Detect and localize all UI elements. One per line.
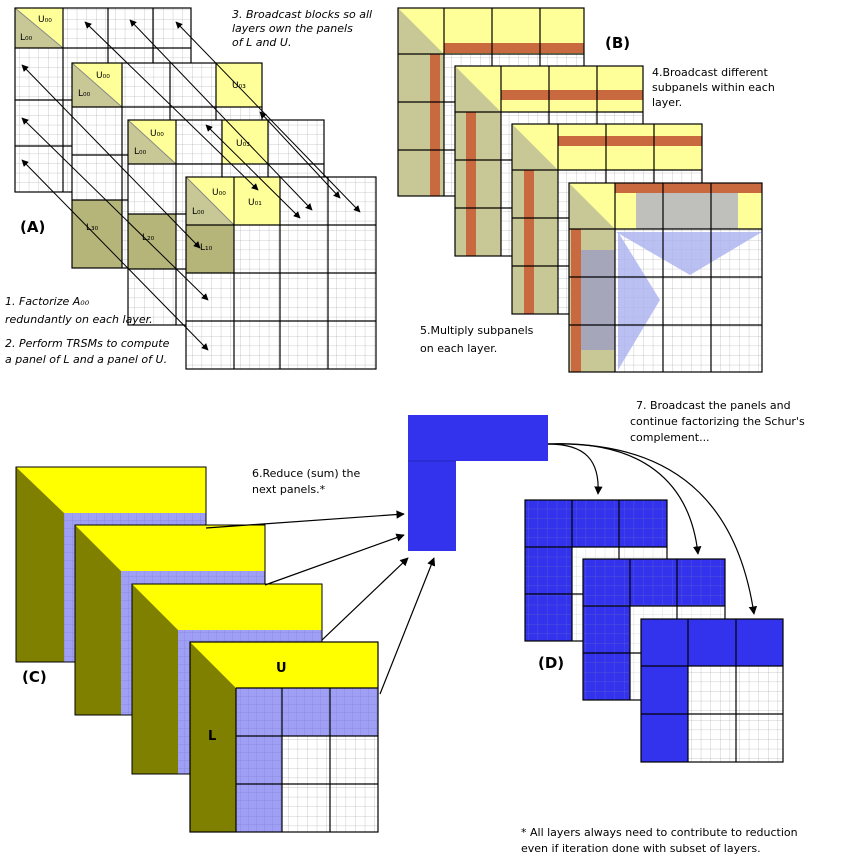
step-4-text: 4.Broadcast different subpanels within e… [652,66,775,109]
panel-b: (B) 4.Broadcast different subpanels with… [397,7,775,373]
svg-text:3. Broadcast blocks so all: 3. Broadcast blocks so all [232,8,372,21]
reduce-arrows [205,510,436,695]
label-u00: U₀₀ [212,188,226,198]
block-u-label: U [276,661,287,676]
svg-text:7. Broadcast the panels and: 7. Broadcast the panels and [636,399,791,412]
svg-text:of L and U.: of L and U. [232,36,291,49]
step-2-text: 2. Perform TRSMs to compute a panel of L… [5,337,170,366]
svg-text:2. Perform TRSMs to compute: 2. Perform TRSMs to compute [5,337,170,350]
label-l00: L₀₀ [78,89,91,99]
step-6-text: 6.Reduce (sum) the next panels.* [252,467,360,496]
panel-c-layer-4 [189,641,379,833]
label-u00: U₀₀ [38,15,52,25]
panel-d-label: (D) [538,654,564,672]
svg-text:complement...: complement... [630,431,710,444]
svg-text:* All layers always need to co: * All layers always need to contribute t… [521,826,798,839]
label-u03: U₀₃ [236,139,250,149]
label-u00: U₀₀ [96,71,110,81]
svg-text:layer.: layer. [652,96,682,109]
svg-text:even if iteration done with su: even if iteration done with subset of la… [521,842,761,855]
svg-text:a panel of L and a panel of U.: a panel of L and a panel of U. [5,353,167,366]
label-l20: L₂₀ [142,233,155,243]
label-u03: U₀₃ [232,81,246,91]
reduced-panel [408,415,548,551]
svg-text:next panels.*: next panels.* [252,483,326,496]
panel-d-layer-3 [640,618,784,763]
label-l30: L₃₀ [86,223,99,233]
svg-text:on each layer.: on each layer. [420,342,497,355]
panel-a: U₀₀ L₀₀ U₀₀ L₀₀ U₀₃ U₀₀ L₀₀ U₀₃ U₀₀ L₀₀ … [5,7,377,370]
step-7-text: 7. Broadcast the panels and continue fac… [630,399,805,444]
panel-c: U L (C) [15,466,379,833]
svg-text:layers own the panels: layers own the panels [232,22,353,35]
label-u01: U₀₁ [248,198,262,208]
panel-a-block-labels: U₀₀ L₀₀ U₀₀ L₀₀ U₀₃ U₀₀ L₀₀ U₀₃ U₀₀ L₀₀ … [20,15,262,253]
block-l-label: L [208,729,216,744]
label-u00: U₀₀ [150,129,164,139]
svg-text:5.Multiply subpanels: 5.Multiply subpanels [420,324,534,337]
svg-text:4.Broadcast different: 4.Broadcast different [652,66,769,79]
panel-b-label: (B) [605,34,630,52]
label-l00: L₀₀ [192,207,205,217]
label-l00: L₀₀ [20,33,33,43]
step-3-text: 3. Broadcast blocks so all layers own th… [232,8,372,49]
footnote: * All layers always need to contribute t… [521,826,798,855]
panel-d: (D) [524,499,784,763]
panel-b-layer-4 [568,182,763,373]
svg-text:continue factorizing the Schur: continue factorizing the Schur's [630,415,805,428]
panel-a-layer-4 [185,176,377,370]
step-1-text: 1. Factorize A₀₀ redundantly on each lay… [5,295,153,326]
panel-c-label: (C) [22,668,47,686]
broadcast-curves [547,443,758,615]
step-5-text: 5.Multiply subpanels on each layer. [420,324,534,355]
label-l10: L₁₀ [200,243,213,253]
panel-a-broadcast-arrows [21,19,361,351]
panel-a-label: (A) [20,218,45,236]
svg-text:redundantly on each layer.: redundantly on each layer. [5,313,153,326]
svg-text:1. Factorize A₀₀: 1. Factorize A₀₀ [5,295,90,308]
svg-text:6.Reduce (sum) the: 6.Reduce (sum) the [252,467,360,480]
label-l00: L₀₀ [134,147,147,157]
svg-text:subpanels within each: subpanels within each [652,81,775,94]
